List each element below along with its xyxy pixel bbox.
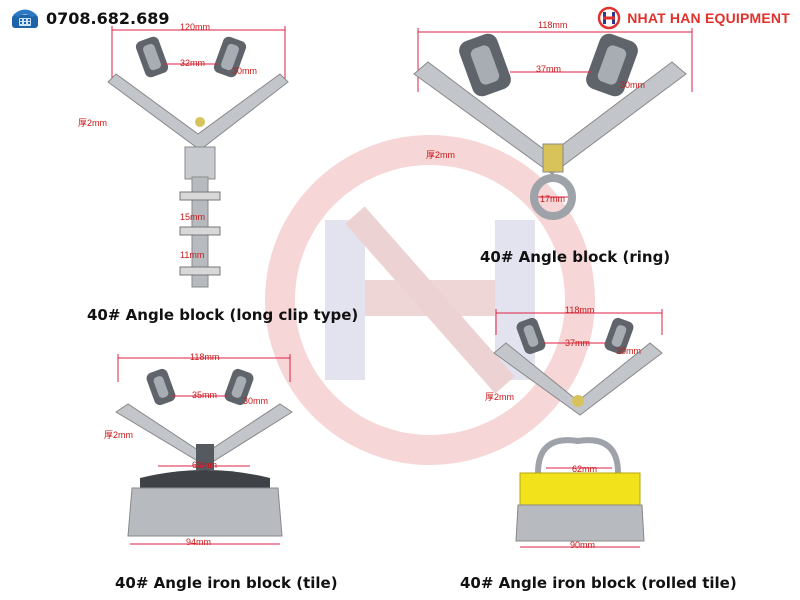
caption-long-clip: 40# Angle block (long clip type) (87, 306, 359, 324)
phone-icon (12, 9, 38, 28)
dim-base: 90mm (570, 540, 596, 550)
product-rolled-tile-image (493, 309, 663, 548)
phone-number: 0708.682.689 (46, 8, 170, 28)
product-long-clip-image (107, 26, 289, 288)
dim-width: 118mm (538, 20, 568, 30)
dim-width: 120mm (180, 22, 211, 32)
caption-rolled-tile: 40# Angle iron block (rolled tile) (460, 574, 737, 592)
dim-gap: 32mm (180, 58, 206, 68)
brand-name: NHAT HAN EQUIPMENT (627, 10, 790, 26)
dim-plate: 62mm (572, 464, 598, 474)
dim-base: 94mm (186, 537, 212, 547)
dim-ring: 17mm (540, 194, 566, 204)
dim-gap: 37mm (536, 64, 562, 74)
dim-width: 118mm (565, 305, 595, 315)
dim-wheel: 30mm (620, 80, 646, 90)
dim-thickness: 厚2mm (485, 392, 514, 402)
caption-ring: 40# Angle block (ring) (480, 248, 671, 266)
caption-tile: 40# Angle iron block (tile) (115, 574, 338, 592)
brand[interactable]: NHAT HAN EQUIPMENT (597, 6, 790, 30)
dim-clip-2: 11mm (180, 250, 205, 260)
dim-clip-1: 15mm (180, 212, 206, 222)
dim-wheel: 30mm (243, 396, 269, 406)
dim-thickness: 厚2mm (426, 150, 455, 160)
dim-thickness: 厚2mm (104, 430, 133, 440)
dim-gap: 35mm (192, 390, 218, 400)
brand-logo-icon (597, 6, 621, 30)
dim-thickness: 厚2mm (78, 118, 107, 128)
dim-gap: 37mm (565, 338, 591, 348)
phone-contact[interactable]: 0708.682.689 (10, 6, 169, 30)
dim-plate: 62mm (192, 460, 218, 470)
product-tile-image (115, 354, 293, 545)
product-ring-image (413, 28, 693, 220)
dim-wheel: 30mm (232, 66, 258, 76)
dim-width: 118mm (190, 352, 220, 362)
dim-wheel: 30mm (616, 346, 642, 356)
